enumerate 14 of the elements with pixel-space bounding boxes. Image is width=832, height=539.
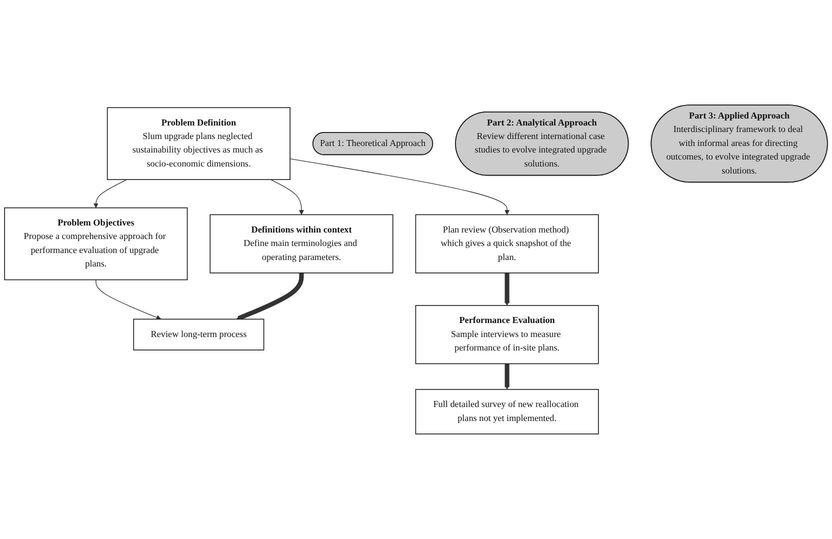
node-box: Review long-term process (133, 318, 264, 350)
node-box: Problem Objectives Propose a comprehensive approach for performance evaluation of upgrade plans. (4, 207, 188, 280)
arrow (96, 279, 162, 320)
node-box: Definitions within context Define main terminologies and operating parameters. (210, 214, 394, 274)
node-box: Full detailed survey of new reallocation plans not yet implemented. (415, 388, 599, 434)
node-box: Plan review (Observation method) which gives a quick snapshot of the plan. (415, 214, 599, 274)
arrow (504, 272, 510, 306)
arrow (504, 364, 510, 390)
arrow (236, 272, 304, 320)
node-box: Performance Evaluation Sample interviews to measure performance of in-site plans. (415, 305, 599, 364)
arrow (270, 179, 304, 215)
node-box: Problem Definition Slum upgrade plans neglected sustainability objectives as much as socio-economic dimensions. (106, 107, 290, 180)
arrow (93, 179, 128, 208)
arrow (290, 158, 510, 215)
